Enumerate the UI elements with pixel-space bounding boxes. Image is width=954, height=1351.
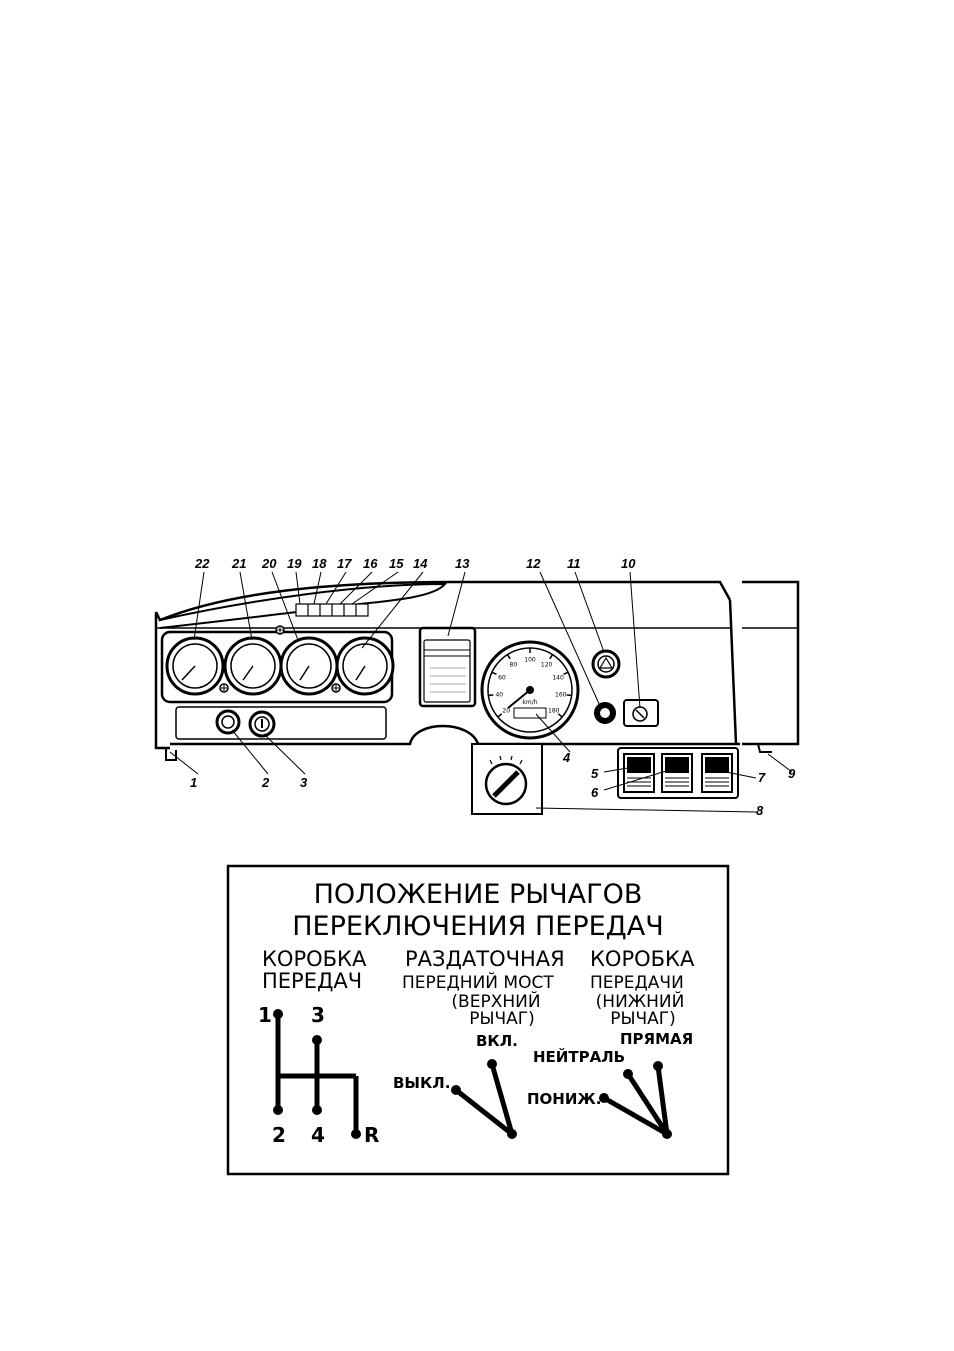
range-subheading: ПЕРЕДАЧИ: [590, 973, 684, 993]
transfer-heading: РАЗДАТОЧНАЯ: [405, 947, 565, 971]
plate-title-line1: ПОЛОЖЕНИЕ РЫЧАГОВ: [314, 879, 643, 910]
gear-shift-pattern: [273, 1009, 361, 1139]
gear-label-3: 3: [311, 1003, 325, 1027]
gear-label-1: 1: [258, 1003, 272, 1027]
transfer-lever-line2: РЫЧАГ): [469, 1009, 535, 1029]
gear-label-r: R: [364, 1123, 379, 1147]
front-axle-off-label: ВЫКЛ.: [393, 1074, 450, 1092]
range-direct-label: ПРЯМАЯ: [620, 1030, 693, 1048]
range-heading: КОРОБКА: [590, 947, 695, 971]
gear-label-2: 2: [272, 1123, 286, 1147]
plate-title-line2: ПЕРЕКЛЮЧЕНИЯ ПЕРЕДАЧ: [292, 911, 664, 942]
gearbox-heading-line1: КОРОБКА: [262, 947, 367, 971]
front-axle-lever-diagram: [451, 1059, 517, 1139]
front-axle-on-label: ВКЛ.: [476, 1032, 518, 1050]
range-lever-diagram: [599, 1061, 672, 1139]
transfer-subheading: ПЕРЕДНИЙ МОСТ: [402, 971, 554, 993]
gear-label-4: 4: [311, 1123, 325, 1147]
range-low-label: ПОНИЖ.: [527, 1090, 601, 1108]
gearbox-heading-line2: ПЕРЕДАЧ: [262, 969, 362, 993]
range-neutral-label: НЕЙТРАЛЬ: [533, 1047, 625, 1066]
range-lever-line2: РЫЧАГ): [610, 1009, 676, 1029]
